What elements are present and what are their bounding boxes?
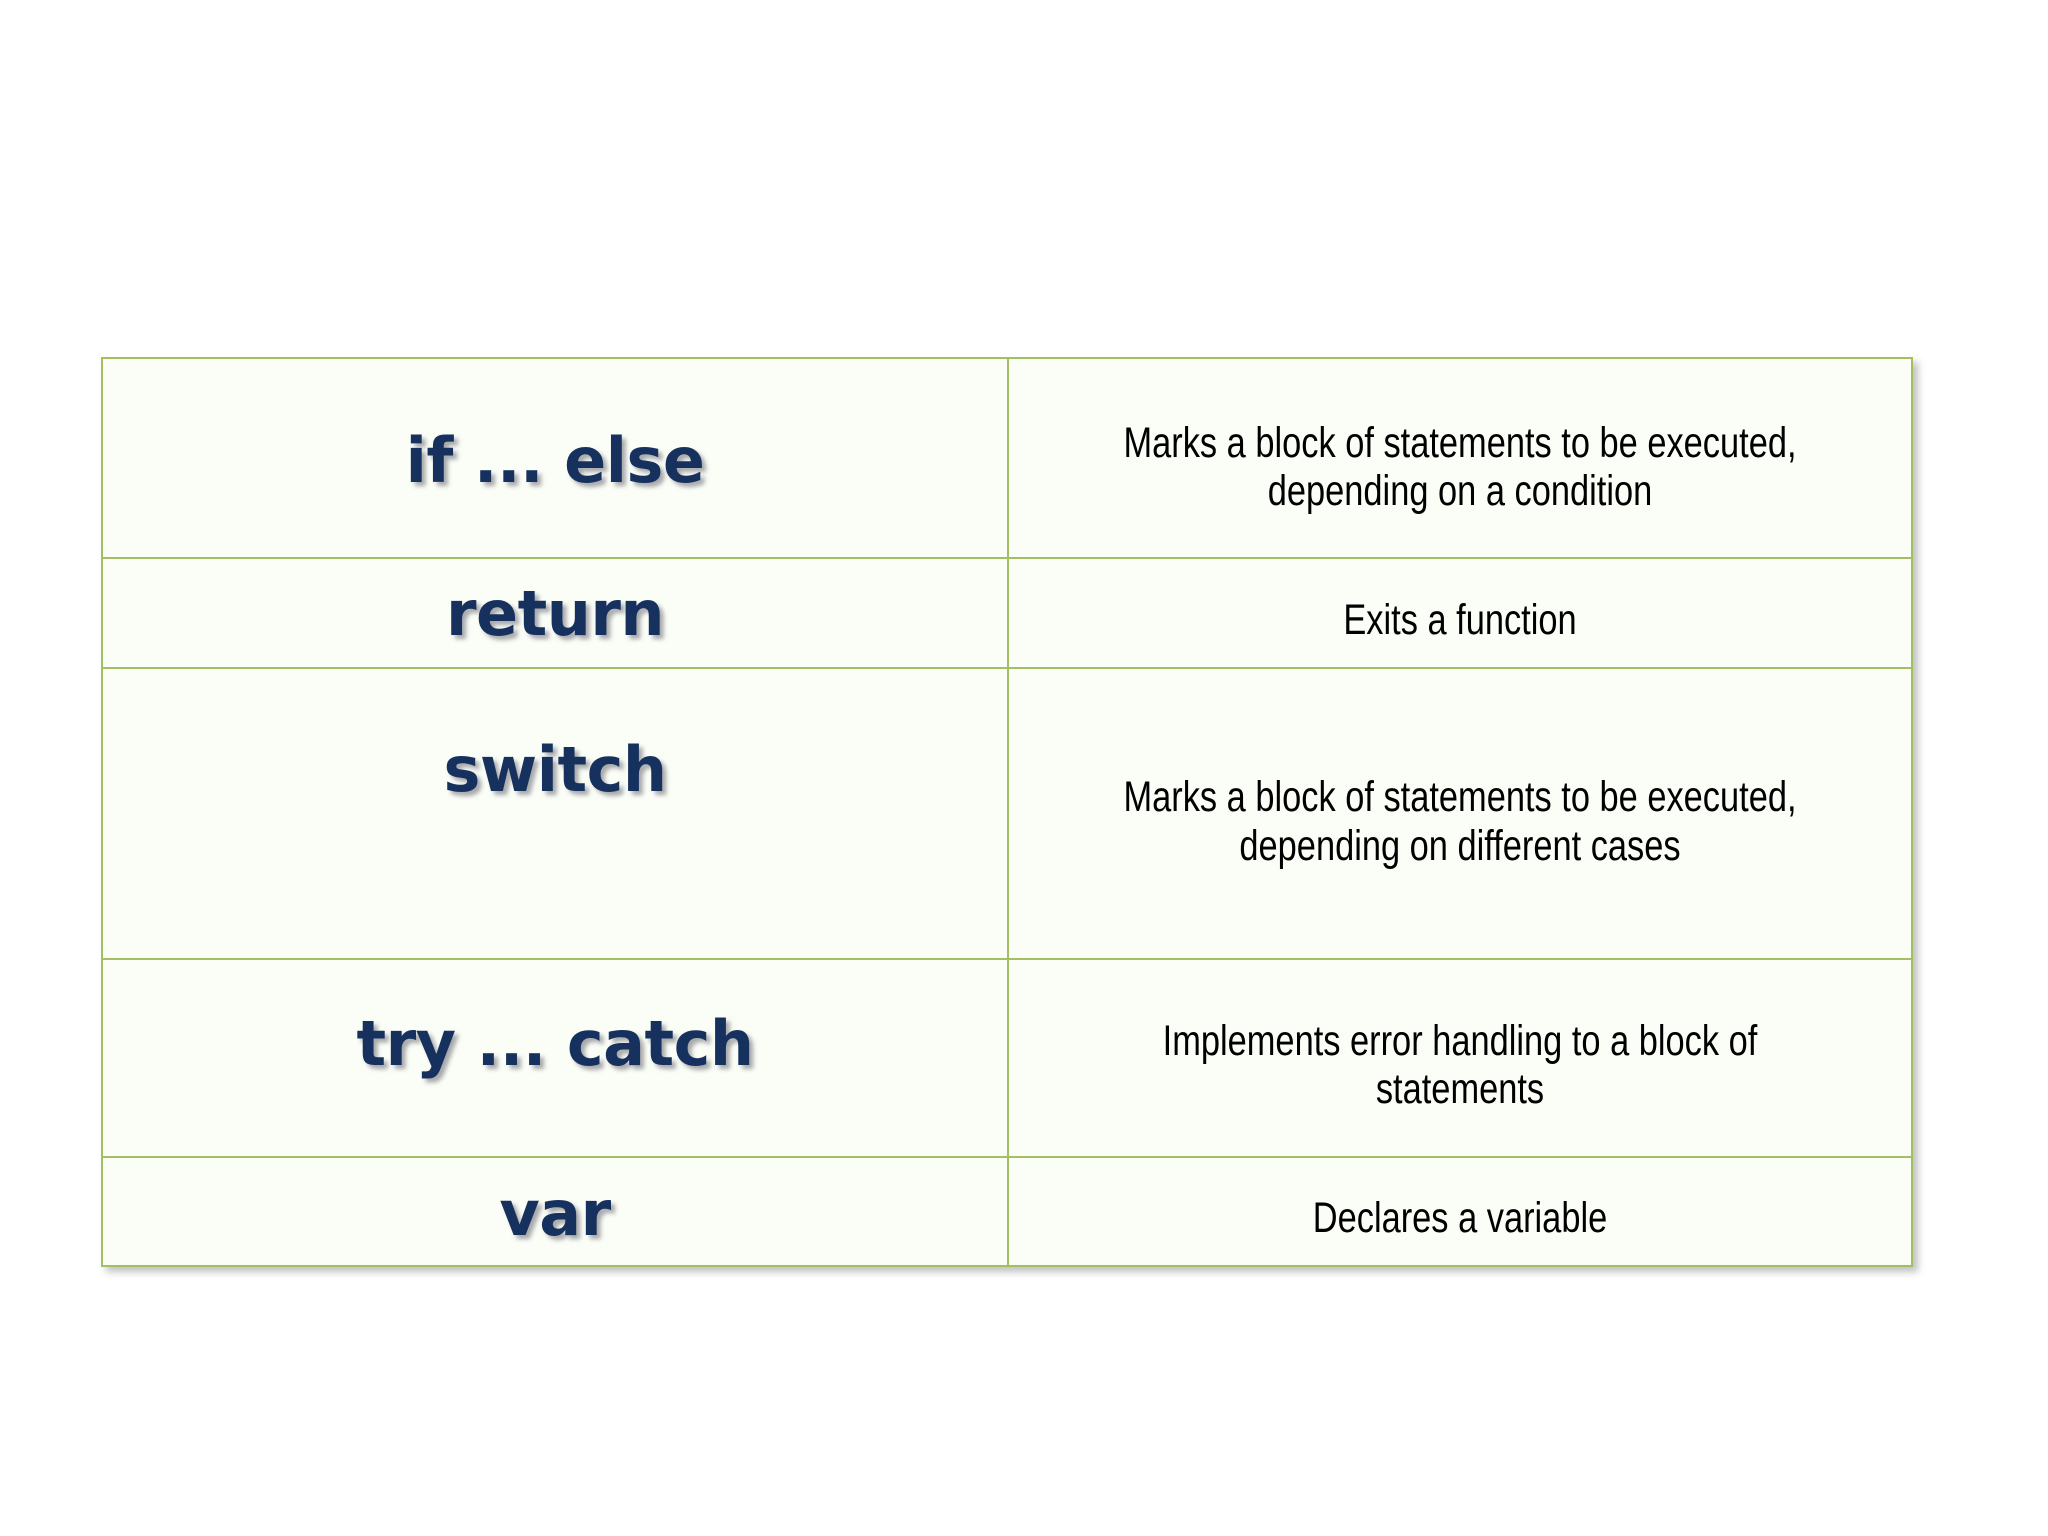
description-cell: Marks a block of statements to be execut… xyxy=(1007,667,1913,960)
description-label: Marks a block of statements to be execut… xyxy=(1123,773,1797,870)
keyword-label: if ... else xyxy=(405,423,705,497)
description-cell: Declares a variable xyxy=(1007,1156,1913,1267)
keyword-cell: if ... else xyxy=(101,357,1009,559)
table-row: return Exits a function xyxy=(101,557,1913,669)
table-row: var Declares a variable xyxy=(101,1156,1913,1267)
table-row: try ... catch Implements error handling … xyxy=(101,958,1913,1158)
keyword-cell: try ... catch xyxy=(101,958,1009,1158)
description-label: Exits a function xyxy=(1343,595,1577,644)
description-label: Marks a block of statements to be execut… xyxy=(1123,418,1797,515)
keyword-label: switch xyxy=(443,732,667,806)
description-cell: Implements error handling to a block of … xyxy=(1007,958,1913,1158)
table-body: if ... else Marks a block of statements … xyxy=(101,357,1913,1267)
keyword-label: return xyxy=(445,577,665,651)
keyword-cell: return xyxy=(101,557,1009,669)
table-row: if ... else Marks a block of statements … xyxy=(101,357,1913,559)
keyword-cell: var xyxy=(101,1156,1009,1267)
description-cell: Exits a function xyxy=(1007,557,1913,669)
description-label: Declares a variable xyxy=(1312,1194,1608,1243)
keyword-cell: switch xyxy=(101,667,1009,960)
keyword-label: var xyxy=(499,1176,611,1250)
keyword-label: try ... catch xyxy=(356,1007,754,1081)
description-cell: Marks a block of statements to be execut… xyxy=(1007,357,1913,559)
table-row: switch Marks a block of statements to be… xyxy=(101,667,1913,960)
description-label: Implements error handling to a block of … xyxy=(1162,1016,1758,1113)
keyword-reference-table: if ... else Marks a block of statements … xyxy=(101,357,1913,1267)
